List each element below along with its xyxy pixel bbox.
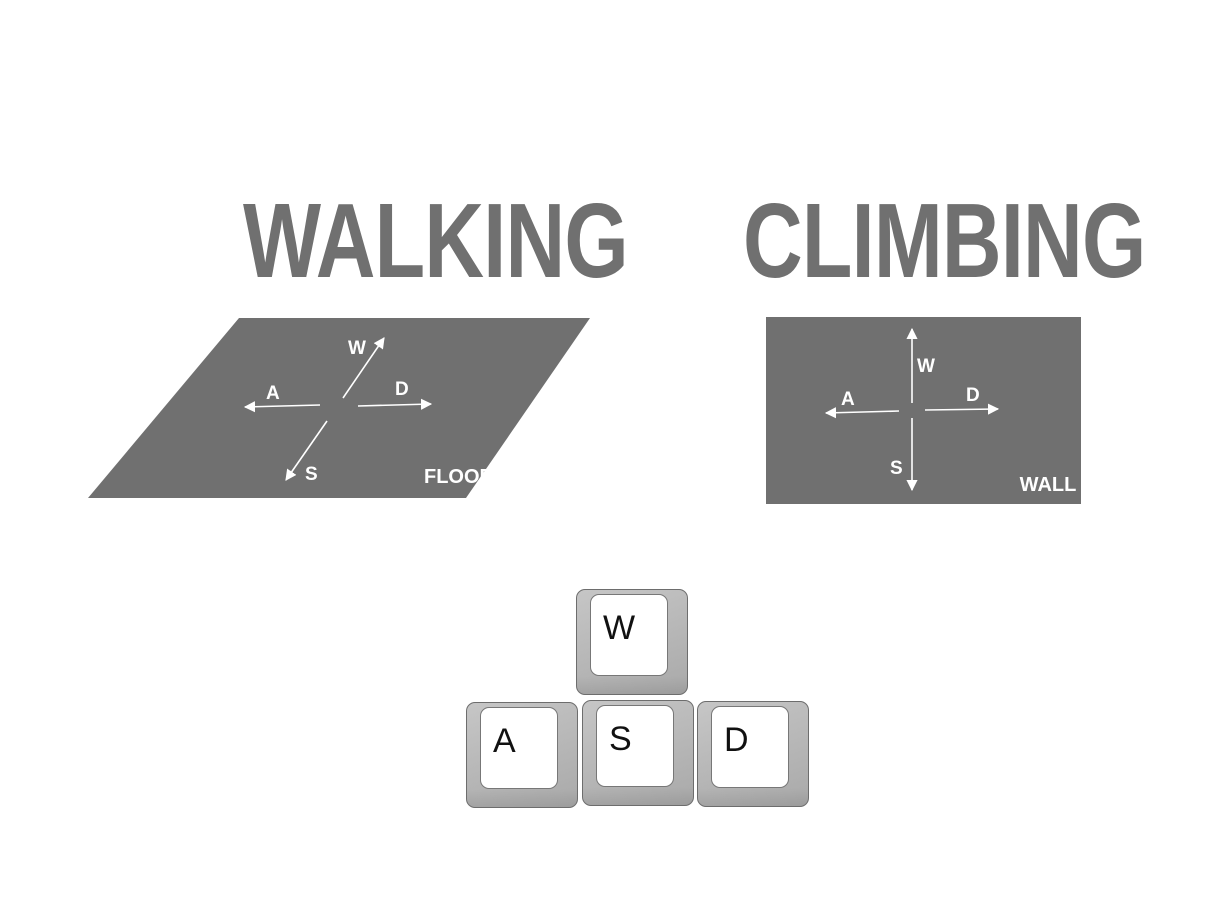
floor-diagram: W A D S FLOOR [88, 318, 590, 498]
floor-label-w: W [348, 338, 366, 359]
key-s-face: S [596, 705, 674, 787]
floor-label: FLOOR [424, 466, 495, 488]
wall-arrow-d [924, 403, 1000, 415]
floor-arrow-s [285, 420, 328, 481]
walking-title: WALKING [243, 182, 629, 300]
wall-label-a: A [841, 389, 855, 410]
wall-label-w: W [917, 356, 935, 377]
floor-surface [88, 318, 590, 498]
wall-label-d: D [966, 385, 980, 406]
key-s-bevel [583, 787, 693, 805]
floor-label-a: A [266, 383, 280, 404]
key-s-label: S [609, 720, 632, 758]
floor-label-s: S [305, 464, 318, 485]
key-a-face: A [480, 707, 558, 789]
floor-arrow-d [357, 398, 433, 410]
key-d-label: D [724, 721, 749, 759]
key-a-label: A [493, 722, 516, 760]
floor-label-d: D [395, 379, 409, 400]
wall-diagram: W A D S WALL [766, 317, 1081, 504]
key-a: A [466, 702, 578, 808]
key-d-face: D [711, 706, 789, 788]
key-d-bevel [698, 788, 808, 806]
key-w-label: W [603, 609, 636, 647]
key-w-bevel [577, 676, 687, 694]
key-a-bevel [467, 789, 577, 807]
wall-arrow-a [824, 407, 900, 419]
wall-surface [766, 317, 1081, 504]
key-w-face: W [590, 594, 668, 676]
key-w: W [576, 589, 688, 695]
key-s: S [582, 700, 694, 806]
key-d: D [697, 701, 809, 807]
climbing-title: CLIMBING [743, 182, 1146, 300]
wall-label-s: S [890, 458, 903, 479]
wall-label: WALL [1020, 474, 1077, 496]
floor-arrow-a [243, 401, 321, 413]
floor-arrow-w [342, 337, 385, 399]
